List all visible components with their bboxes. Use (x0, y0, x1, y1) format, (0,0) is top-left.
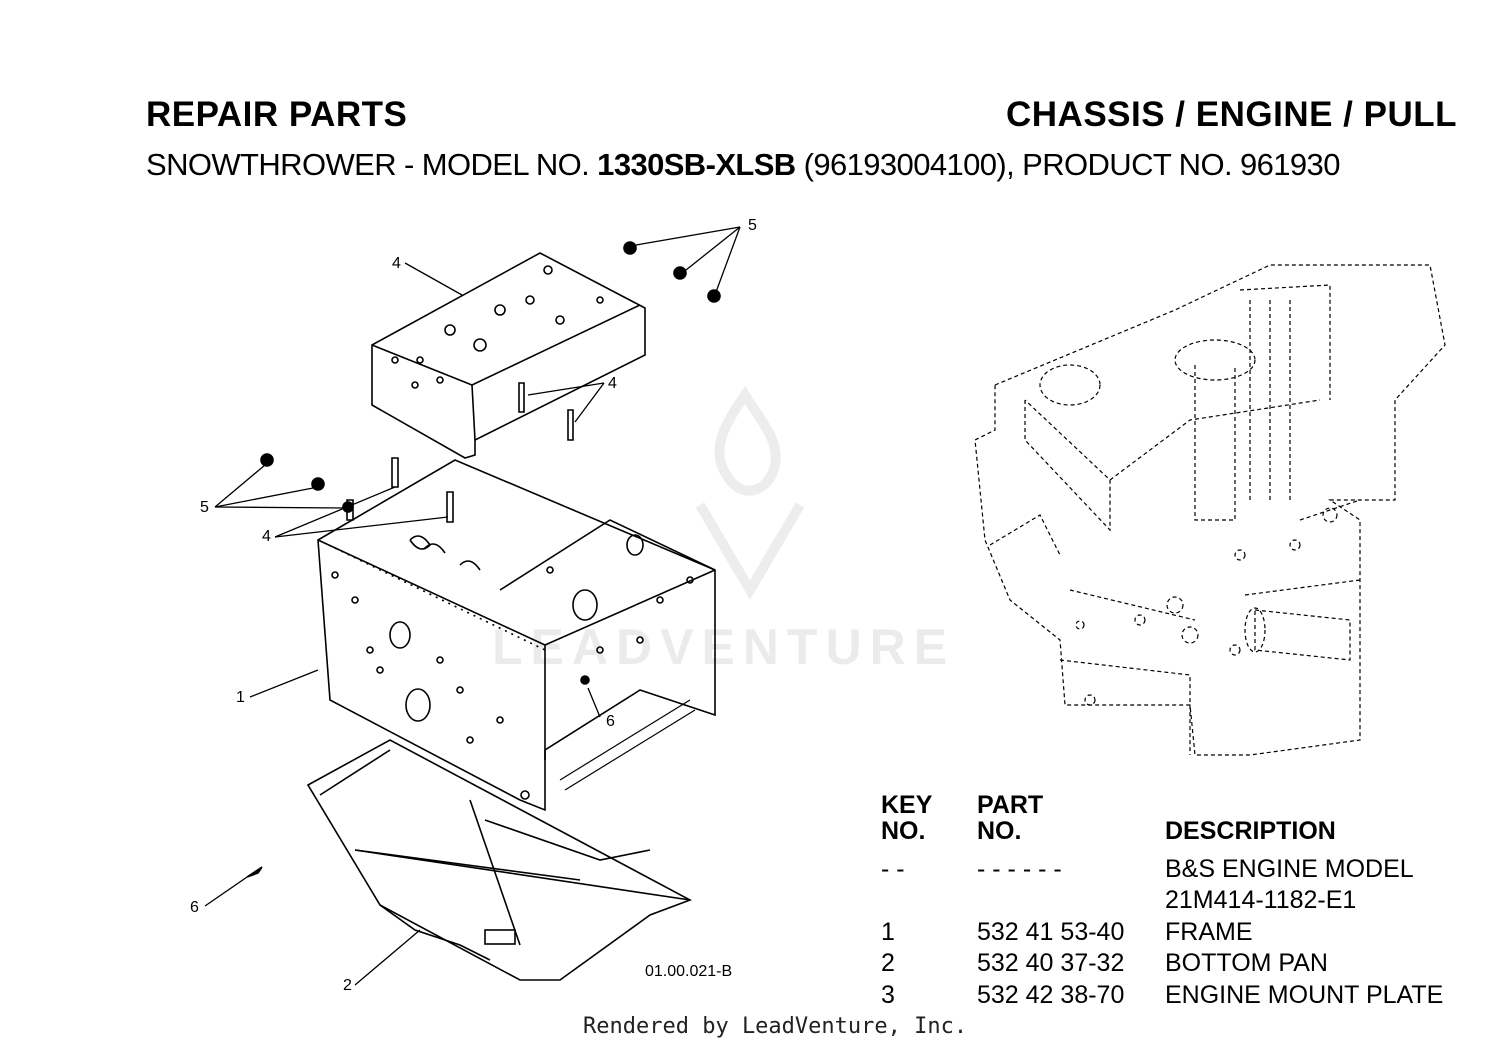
row-part: 532 40 37-32 (977, 949, 1125, 977)
header-part: PART NO. (977, 792, 1043, 844)
rendered-by-footer: Rendered by LeadVenture, Inc. (583, 1014, 968, 1039)
row-desc: B&S ENGINE MODEL (1165, 855, 1414, 883)
row-part: - - - - - - (977, 855, 1062, 883)
section-title: CHASSIS / ENGINE / PULL (1006, 95, 1457, 134)
frame (317, 459, 716, 812)
row-key: 1 (881, 918, 895, 946)
row-desc: FRAME (1165, 918, 1253, 946)
header-key-line1: KEY (881, 791, 933, 819)
header-key: KEY NO. (881, 792, 932, 844)
subtitle-prefix: SNOWTHROWER - MODEL NO. (146, 147, 598, 182)
row-desc-line2: 21M414-1182-E1 (1165, 886, 1357, 914)
bottom-pan (306, 699, 696, 981)
callout-3: 4 (392, 255, 401, 272)
screws-6 (246, 675, 590, 878)
header-key-line2: NO. (881, 817, 926, 845)
model-number: 1330SB-XLSB (597, 147, 796, 182)
callout-4-top: 4 (608, 375, 617, 392)
callout-4-left: 4 (262, 528, 271, 545)
model-subtitle: SNOWTHROWER - MODEL NO. 1330SB-XLSB (961… (146, 147, 1340, 183)
page-title: REPAIR PARTS (146, 95, 408, 134)
watermark: LEADVENTURE (492, 619, 956, 675)
callout-2: 2 (343, 977, 352, 994)
nuts-5 (260, 241, 721, 513)
watermark-logo (695, 385, 805, 600)
callout-6-right: 6 (606, 713, 615, 730)
callout-6-left: 6 (190, 899, 199, 916)
engine-mount-plate (371, 252, 646, 459)
row-key: 2 (881, 949, 895, 977)
callout-labels: 4 5 4 5 4 1 6 6 2 (190, 217, 757, 994)
subtitle-suffix: (96193004100), PRODUCT NO. 961930 (795, 147, 1341, 182)
row-key: 3 (881, 981, 895, 1009)
header-description: DESCRIPTION (1165, 817, 1336, 845)
row-desc: ENGINE MOUNT PLATE (1165, 981, 1444, 1009)
header-part-line2: NO. (977, 817, 1022, 845)
diagram-code: 01.00.021-B (645, 963, 733, 980)
engine-outline (974, 264, 1446, 756)
bolts-4 (346, 382, 574, 523)
row-key: - - (881, 855, 905, 883)
callout-5-top: 5 (748, 217, 757, 234)
row-part: 532 41 53-40 (977, 918, 1125, 946)
header-part-line1: PART (977, 791, 1044, 819)
callout-1: 1 (236, 689, 245, 706)
leader-lines (204, 226, 741, 986)
row-part: 532 42 38-70 (977, 981, 1125, 1009)
callout-5-left: 5 (200, 499, 209, 516)
row-desc: BOTTOM PAN (1165, 949, 1328, 977)
